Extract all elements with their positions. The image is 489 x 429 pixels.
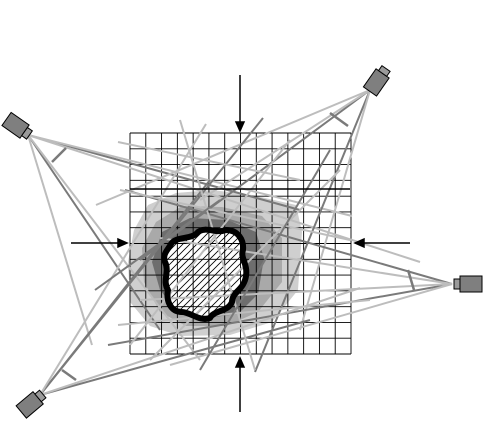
object-outline bbox=[161, 226, 250, 322]
camera-bottom-left bbox=[15, 389, 47, 419]
arrow-bottom bbox=[234, 356, 246, 412]
ray bbox=[94, 199, 221, 291]
ray bbox=[169, 283, 453, 366]
ray bbox=[139, 283, 453, 301]
ray bbox=[27, 134, 301, 211]
camera-icon bbox=[15, 389, 47, 419]
arrow-right bbox=[353, 237, 410, 249]
ray bbox=[139, 89, 371, 261]
camera-icon bbox=[453, 275, 483, 293]
ray bbox=[27, 134, 93, 346]
ray bbox=[27, 134, 201, 361]
ray bbox=[27, 134, 161, 331]
camera-icon bbox=[362, 64, 391, 97]
ray bbox=[117, 141, 301, 181]
camera-cone-markers bbox=[51, 111, 416, 382]
arrow-top bbox=[234, 75, 246, 133]
ray bbox=[117, 299, 371, 326]
object-interior bbox=[164, 229, 247, 319]
ray bbox=[95, 89, 371, 206]
direction-arrows bbox=[71, 75, 410, 412]
camera-right bbox=[453, 275, 483, 293]
ray bbox=[129, 139, 291, 346]
camera-icon bbox=[1, 111, 34, 140]
ray bbox=[124, 189, 453, 285]
ray bbox=[299, 89, 371, 331]
ray bbox=[39, 319, 311, 396]
camera-top-left bbox=[1, 111, 34, 140]
ray bbox=[119, 189, 351, 241]
ray bbox=[39, 123, 207, 396]
ray bbox=[199, 149, 331, 371]
arrow-left bbox=[71, 237, 129, 249]
camera-top-right bbox=[362, 64, 391, 97]
ray bbox=[179, 119, 256, 371]
